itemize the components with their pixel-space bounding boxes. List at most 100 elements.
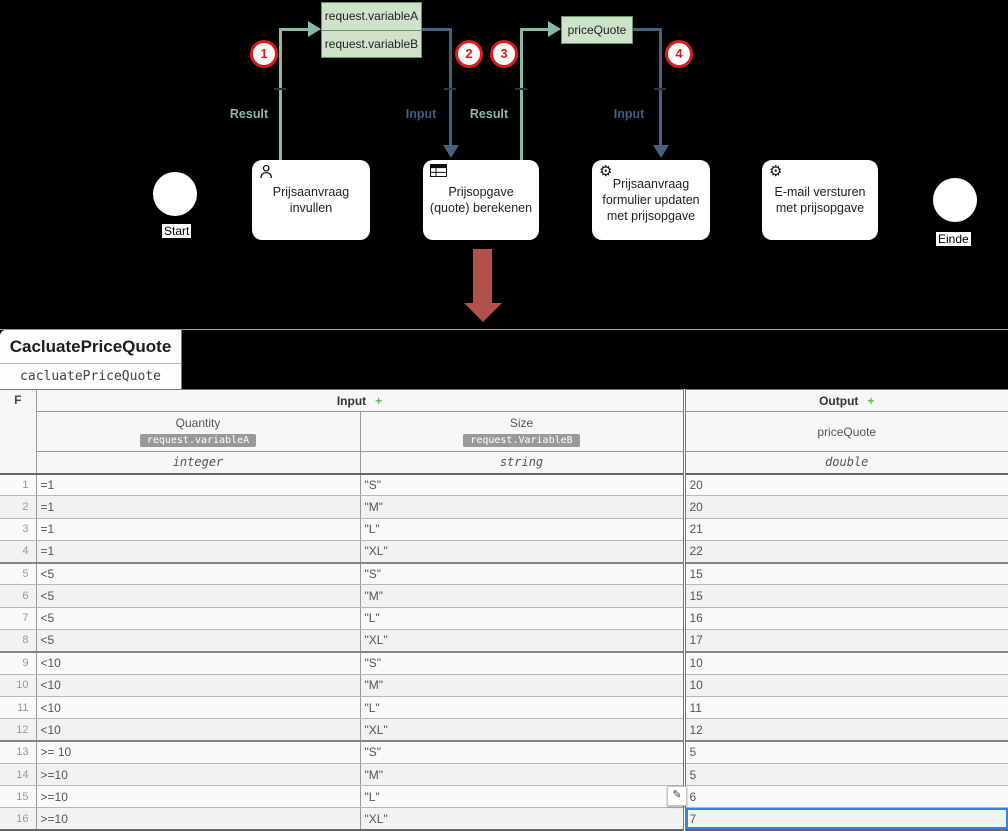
output-cell[interactable]: 15 (684, 584, 1008, 608)
output-cell[interactable]: 22 (684, 540, 1008, 564)
size-cell[interactable]: "S" (360, 740, 686, 764)
quantity-cell[interactable]: <5 (36, 584, 361, 608)
output-type-pricequote[interactable]: double (684, 451, 1008, 475)
data-object-line-a: request.variableA (324, 9, 419, 23)
rule-number: 6 (0, 584, 37, 608)
output-cell[interactable]: 20 (684, 495, 1008, 519)
output-cell[interactable]: 17 (684, 629, 1008, 653)
input-column-quantity[interactable]: Quantity request.variableA (36, 411, 361, 452)
size-cell[interactable]: "S" (360, 650, 686, 675)
size-cell[interactable]: "L" (360, 607, 686, 631)
output-cell[interactable]: 5 (684, 763, 1008, 787)
quantity-cell[interactable]: <5 (36, 629, 361, 653)
decision-table-name[interactable]: cacluatePriceQuote (20, 369, 161, 384)
quantity-cell[interactable]: <10 (36, 718, 361, 742)
start-event[interactable] (153, 172, 197, 216)
table-icon (430, 164, 447, 181)
quantity-cell[interactable]: >=10 (36, 763, 361, 787)
quantity-cell[interactable]: =1 (36, 540, 361, 564)
quantity-cell[interactable]: =1 (36, 473, 361, 497)
size-cell[interactable]: "M" (360, 763, 686, 787)
add-output-button[interactable]: + (867, 393, 875, 408)
input-header-cell: Input + (36, 389, 686, 412)
rule-row-4: 4=1"XL"22 (0, 540, 1008, 564)
task-label: E-mail versturen met prijsopgave (774, 184, 866, 215)
quantity-cell[interactable]: =1 (36, 495, 361, 519)
start-event-label: Start (162, 224, 192, 238)
output-cell[interactable]: 11 (684, 696, 1008, 720)
output-cell[interactable]: 10 (684, 650, 1008, 675)
output-cell[interactable]: 16 (684, 607, 1008, 631)
size-cell[interactable]: "L" (360, 696, 686, 720)
rule-row-11: 11<10"L"11 (0, 696, 1008, 720)
rule-number: 10 (0, 674, 37, 697)
output-column-pricequote[interactable]: priceQuote (684, 411, 1008, 452)
input-expression-badge: request.VariableB (463, 434, 580, 447)
size-cell[interactable]: "L" (360, 518, 686, 541)
rule-row-8: 8<5"XL"17 (0, 629, 1008, 653)
rule-row-10: 10<10"M"10 (0, 674, 1008, 697)
size-cell[interactable]: "S" (360, 473, 686, 497)
size-cell[interactable]: "XL" (360, 629, 686, 653)
task-prijsopgave-berekenen[interactable]: Prijsopgave (quote) berekenen (423, 160, 539, 240)
rule-row-7: 7<5"L"16 (0, 607, 1008, 631)
data-object-price-quote[interactable]: priceQuote (561, 16, 633, 44)
quantity-cell[interactable]: =1 (36, 518, 361, 541)
edit-pencil-icon[interactable]: ✎ (667, 786, 687, 806)
input-expression-badge: request.variableA (139, 434, 257, 447)
output-header-cell: Output+ (684, 389, 1008, 412)
output-cell[interactable]: 15 (684, 561, 1008, 586)
rule-row-1: 1=1"S"20 (0, 473, 1008, 497)
input-type-quantity[interactable]: integer (36, 451, 361, 475)
input-column-size[interactable]: Size request.VariableB (360, 411, 686, 452)
output-cell[interactable]: 5 (684, 740, 1008, 764)
task-email-versturen[interactable]: ⚙ E-mail versturen met prijsopgave (762, 160, 878, 240)
edge-input-1-horizontal (422, 28, 452, 31)
output-cell[interactable]: 21 (684, 518, 1008, 541)
rule-row-3: 3=1"L"21 (0, 518, 1008, 541)
rule-row-6: 6<5"M"15 (0, 584, 1008, 608)
task-prijsaanvraag-invullen[interactable]: Prijsaanvraag invullen (252, 160, 370, 240)
output-cell[interactable]: 12 (684, 718, 1008, 742)
quantity-cell[interactable]: <5 (36, 607, 361, 631)
data-object-request-variables[interactable]: request.variableA request.variableB (321, 2, 422, 58)
quantity-cell[interactable]: >= 10 (36, 740, 361, 764)
output-cell[interactable]: 7 (684, 807, 1008, 831)
decision-table-tab[interactable]: CacluatePriceQuote cacluatePriceQuote (0, 329, 182, 389)
size-cell[interactable]: "M" (360, 674, 686, 697)
output-cell[interactable]: 6 (684, 785, 1008, 809)
output-cell[interactable]: 20 (684, 473, 1008, 497)
edge-input-1-vertical (449, 28, 452, 146)
quantity-cell[interactable]: <10 (36, 696, 361, 720)
end-event[interactable] (933, 178, 977, 222)
rule-row-14: 14>=10"M"5 (0, 763, 1008, 787)
edge-label-result-1: Result (229, 107, 269, 121)
size-cell[interactable]: "S" (360, 561, 686, 586)
quantity-cell[interactable]: <5 (36, 561, 361, 586)
size-cell[interactable]: "XL" (360, 807, 686, 831)
size-cell[interactable]: "XL" (360, 718, 686, 742)
quantity-cell[interactable]: <10 (36, 674, 361, 697)
input-header-label: Input (336, 393, 367, 408)
marker-badge-1: 1 (250, 40, 278, 68)
rule-row-2: 2=1"M"20 (0, 495, 1008, 519)
data-object-price-quote-label: priceQuote (567, 23, 627, 37)
edge-label-input-2: Input (613, 107, 645, 121)
size-cell[interactable]: "L" (360, 785, 686, 809)
quantity-cell[interactable]: >=10 (36, 807, 361, 831)
size-cell[interactable]: "M" (360, 495, 686, 519)
input-type-size[interactable]: string (360, 451, 686, 475)
output-cell[interactable]: 10 (684, 674, 1008, 697)
size-cell[interactable]: "M" (360, 584, 686, 608)
size-cell[interactable]: "XL" (360, 540, 686, 564)
hit-policy-cell[interactable]: F (0, 389, 37, 475)
task-formulier-updaten[interactable]: ⚙ Prijsaanvraag formulier updaten met pr… (592, 160, 710, 240)
rule-number: 14 (0, 763, 37, 787)
rule-number: 5 (0, 561, 37, 586)
quantity-cell[interactable]: <10 (36, 650, 361, 675)
arrowhead-input-2-icon (653, 145, 669, 158)
table-top-border (0, 329, 1008, 330)
add-input-button[interactable]: + (375, 393, 383, 408)
quantity-cell[interactable]: >=10 (36, 785, 361, 809)
